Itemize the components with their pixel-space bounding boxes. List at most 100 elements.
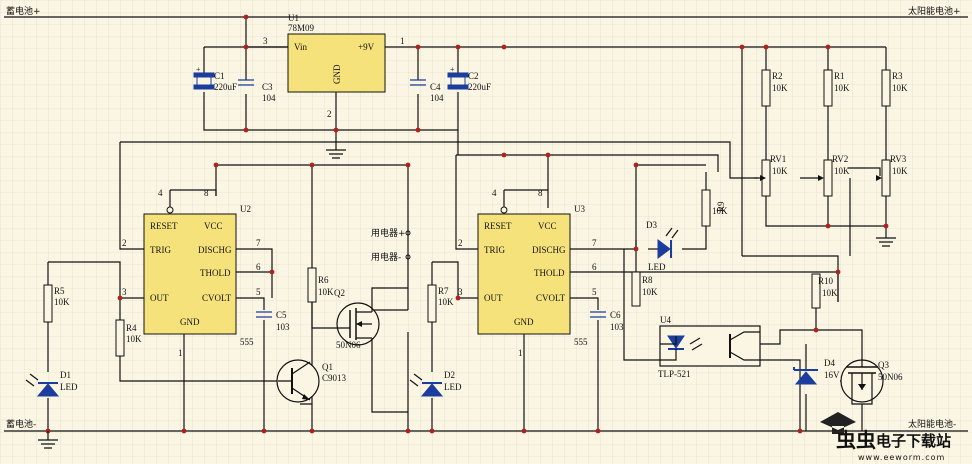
timer-u3: U3 555 RESET VCC TRIG DISCHG THOLD OUT C… — [458, 188, 597, 358]
u3-pin3: 3 — [458, 287, 463, 297]
u2-thold: THOLD — [200, 268, 231, 278]
solar-negative-label: 太阳能电池- — [908, 418, 956, 430]
r1-ref: R1 — [834, 71, 845, 81]
u3-pin8: 8 — [538, 188, 543, 198]
resistor-r2: R2 10K — [761, 69, 788, 107]
u3-pin4: 4 — [492, 188, 497, 198]
resistor-r10: R10 10K — [811, 273, 838, 309]
resistor-r5: R5 10K — [43, 284, 70, 323]
load-positive-label: 用电器+ — [371, 227, 406, 239]
capacitor-c5: C5 103 — [256, 310, 290, 332]
led-d2: D2 LED — [409, 370, 462, 397]
u2-cvolt: CVOLT — [202, 293, 232, 303]
load-negative-label: 用电器- — [371, 251, 401, 263]
u3-pin6: 6 — [592, 262, 597, 272]
rv2-value: 10K — [834, 166, 850, 176]
u4-ref: U4 — [660, 315, 671, 325]
r6-value: 10K — [318, 287, 334, 297]
u3-part: 555 — [574, 337, 588, 347]
d3-ref: D3 — [646, 220, 657, 230]
battery-negative-label: 蓄电池- — [6, 418, 36, 430]
u1-gnd-label: GND — [332, 64, 342, 84]
c4-ref: C4 — [430, 82, 441, 92]
rv2-ref: RV2 — [832, 154, 848, 164]
resistor-r1: R1 10K — [823, 69, 850, 107]
watermark-bug-glyph: 虫虫 — [836, 428, 876, 452]
u3-trig: TRIG — [484, 245, 505, 255]
u3-pin7: 7 — [592, 238, 597, 248]
u2-pin6: 6 — [256, 262, 261, 272]
r1-value: 10K — [834, 83, 850, 93]
c1-ref: C1 — [214, 71, 225, 81]
c5-ref: C5 — [276, 310, 287, 320]
resistor-r3: R3 10K — [881, 69, 908, 107]
u2-ref: U2 — [240, 204, 251, 214]
rv3-ref: RV3 — [890, 154, 907, 164]
u2-gnd: GND — [180, 317, 200, 327]
u1-part: 78M09 — [288, 23, 315, 33]
c6-ref: C6 — [610, 310, 621, 320]
q3-ref: Q3 — [878, 360, 889, 370]
u4-value: TLP-521 — [658, 369, 691, 379]
u2-trig: TRIG — [150, 245, 171, 255]
r2-value: 10K — [772, 83, 788, 93]
u1-body — [287, 33, 386, 93]
capacitor-c1: + C1 220uF — [193, 65, 237, 92]
capacitor-c4: C4 104 — [410, 79, 444, 103]
q1-value: C9013 — [322, 373, 347, 383]
load-positive-terminal — [405, 230, 411, 236]
potentiometer-rv1: RV1 10K — [754, 154, 788, 197]
c1-value: 220uF — [214, 82, 237, 92]
load-negative-terminal — [405, 254, 411, 260]
r9-value: 10K — [712, 206, 728, 216]
u1-vout-label: +9V — [358, 42, 375, 52]
c3-ref: C3 — [262, 82, 273, 92]
r3-ref: R3 — [892, 71, 903, 81]
wires — [4, 16, 968, 432]
u2-disch: DISCHG — [198, 245, 232, 255]
u1-pin-gnd: 2 — [327, 109, 332, 119]
r10-ref: R10 — [818, 276, 834, 286]
c1-polarity: + — [196, 65, 201, 74]
r7-ref: R7 — [438, 286, 449, 296]
capacitor-c6: C6 103 — [590, 310, 624, 332]
c3-value: 104 — [262, 93, 276, 103]
q3-value: 50N06 — [878, 372, 903, 382]
u2-pin8: 8 — [204, 188, 209, 198]
transistor-q1: Q1 C9013 — [276, 359, 347, 403]
d3-value: LED — [648, 262, 666, 272]
watermark-name: 电子下载站 — [876, 432, 951, 450]
watermark-mortarboard-icon — [820, 412, 856, 434]
u3-cvolt: CVOLT — [536, 293, 566, 303]
u3-pin5: 5 — [592, 287, 597, 297]
r10-value: 10K — [822, 288, 838, 298]
c6-value: 103 — [610, 322, 624, 332]
zener-d4: D4 16V — [793, 358, 840, 385]
capacitor-c2: + C2 220uF — [447, 65, 491, 92]
r7-value: 10K — [438, 297, 454, 307]
r5-value: 10K — [54, 297, 70, 307]
ground-symbol-battery — [38, 431, 58, 449]
u2-vcc: VCC — [204, 221, 223, 231]
resistor-r9: R9 10K — [701, 189, 728, 227]
c2-ref: C2 — [468, 71, 479, 81]
u2-pin5: 5 — [256, 287, 261, 297]
r9-ref: R9 — [716, 201, 726, 212]
rv3-value: 10K — [892, 166, 908, 176]
ground-symbol-u1 — [326, 148, 346, 159]
u3-disch: DISCHG — [532, 245, 566, 255]
solar-positive-label: 太阳能电池+ — [908, 5, 961, 17]
r6-ref: R6 — [318, 275, 329, 285]
potentiometer-rv3: RV3 10K — [876, 154, 908, 197]
r5-ref: R5 — [54, 286, 65, 296]
optocoupler-u4: U4 TLP-521 — [658, 315, 761, 379]
c4-value: 104 — [430, 93, 444, 103]
d2-value: LED — [444, 382, 462, 392]
u3-reset: RESET — [484, 221, 512, 231]
timer-u2: U2 555 RESET VCC TRIG DISCHG THOLD OUT C… — [122, 188, 261, 358]
mosfet-q3: Q3 50N06 — [840, 356, 903, 405]
r4-ref: R4 — [126, 323, 137, 333]
u3-vcc: VCC — [538, 221, 557, 231]
r8-value: 10K — [642, 287, 658, 297]
